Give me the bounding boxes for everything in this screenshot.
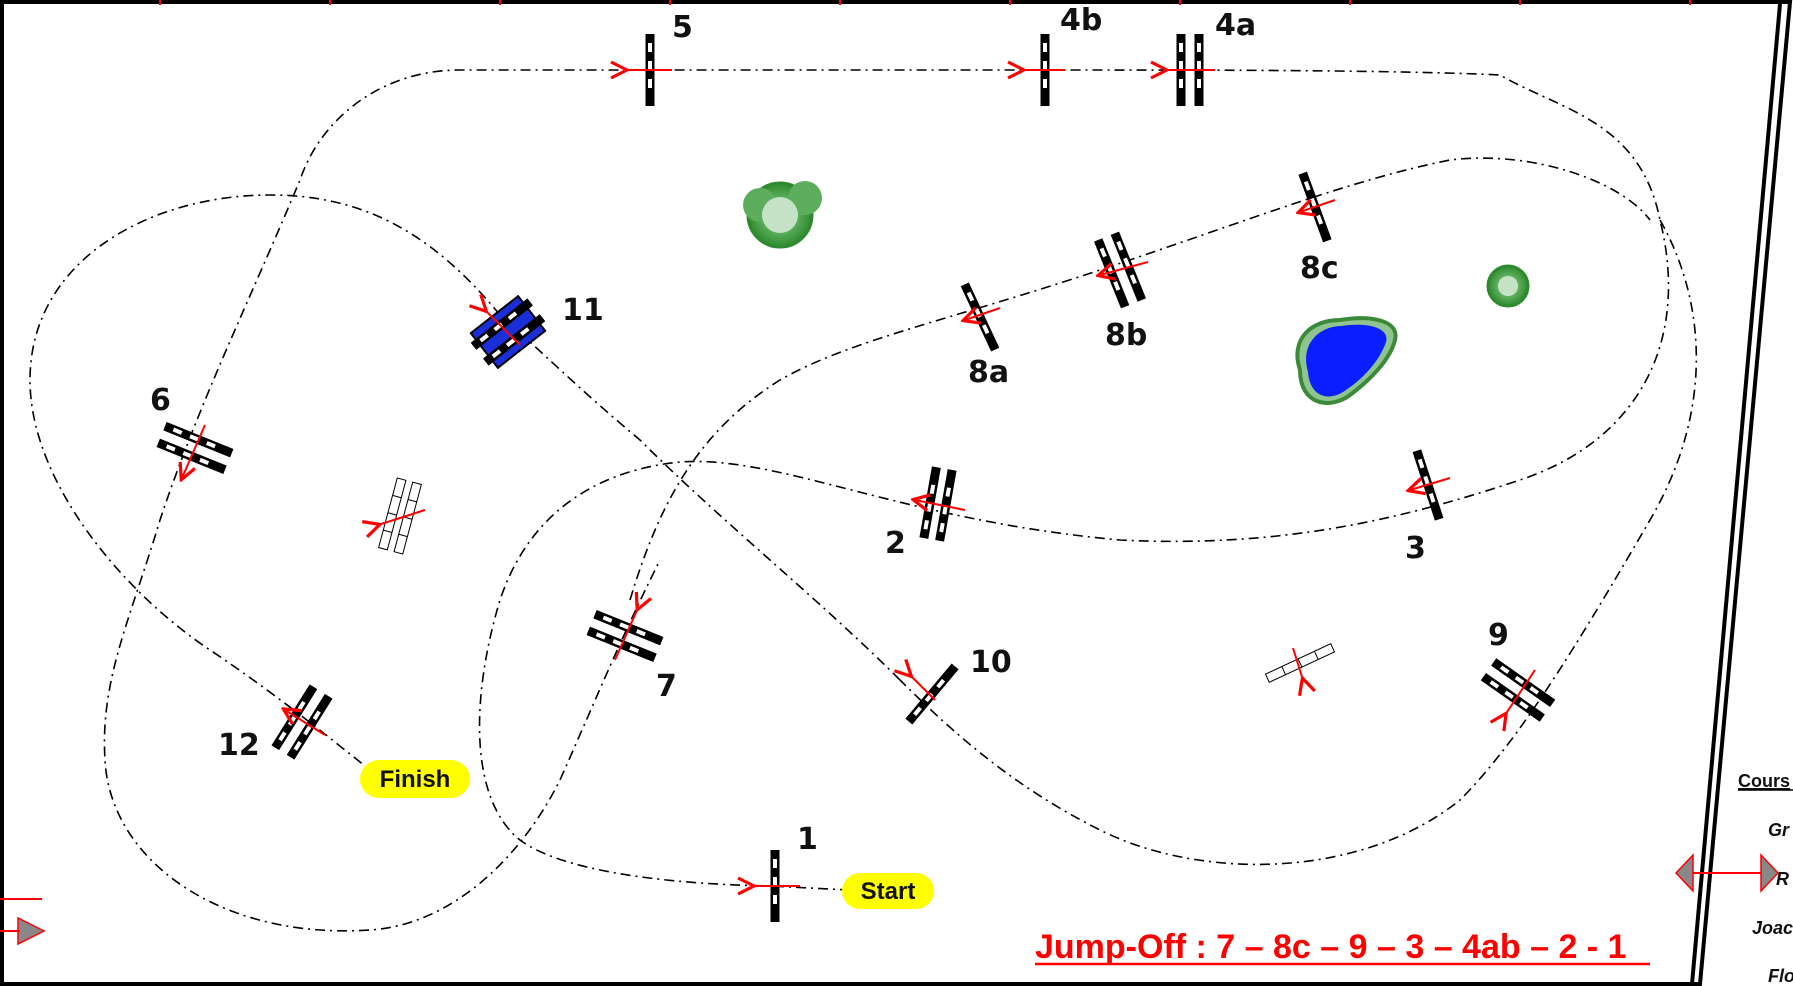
panel-line-1: Gr: [1768, 820, 1790, 840]
arrow-8b: [1100, 261, 1149, 275]
start-marker: Start: [842, 873, 934, 909]
arrow-8c: [1300, 200, 1336, 212]
fence-8a: [960, 282, 1000, 352]
fence-label-7: 7: [656, 669, 677, 704]
arrow-11: [485, 310, 521, 346]
arrow-8a: [965, 308, 1001, 320]
arrow-3: [1410, 477, 1451, 490]
fence-label-1: 1: [797, 822, 818, 857]
arrow-2: [915, 500, 966, 510]
fence-label-11: 11: [562, 293, 604, 328]
course-track: [29, 69, 1698, 932]
arrow-9: [1505, 669, 1536, 715]
jump-off-sequence: Jump-Off : 7 – 8c – 9 – 3 – 4ab – 2 - 1: [1035, 928, 1626, 966]
fence-label-6: 6: [150, 383, 171, 418]
spare-fence-right: [1264, 643, 1336, 683]
fence-label-8c: 8c: [1300, 251, 1339, 286]
arrow-6: [182, 424, 206, 478]
fence-label-9: 9: [1488, 618, 1509, 653]
fence-9: [1480, 658, 1556, 722]
panel-heading: Cours: [1738, 771, 1790, 791]
finish-marker: Finish: [360, 760, 470, 798]
fence-label-8a: 8a: [968, 355, 1009, 390]
spare-arrow-right: [1292, 647, 1303, 680]
fence-label-8b: 8b: [1105, 318, 1147, 353]
fence-label-12: 12: [218, 728, 260, 763]
spare-fence-left: [378, 477, 422, 555]
panel-divider: [1690, 3, 1782, 985]
finish-label: Finish: [380, 766, 451, 793]
bush-small: [1486, 264, 1530, 308]
fence-12: [271, 684, 333, 760]
fence-label-2: 2: [885, 526, 906, 561]
panel-line-2: R: [1776, 869, 1789, 889]
fence-label-5: 5: [672, 10, 693, 45]
fence-10: [905, 663, 959, 725]
panel-line-3: Joac: [1752, 918, 1793, 938]
water-pond: [1295, 316, 1398, 405]
fence-label-4b: 4b: [1060, 3, 1102, 38]
arrow-10: [910, 675, 936, 701]
top-ticks: [159, 0, 1691, 5]
spare-arrow-left: [378, 509, 426, 525]
fence-label-3: 3: [1405, 531, 1426, 566]
start-label: Start: [861, 878, 916, 905]
arrow-12: [285, 710, 326, 736]
scale-arrow: [1674, 853, 1780, 893]
panel-line-4: Flo: [1768, 966, 1793, 986]
arrow-7: [614, 608, 638, 661]
fence-label-10: 10: [970, 645, 1012, 680]
bush-large: [743, 181, 822, 249]
fence-label-4a: 4a: [1215, 8, 1256, 43]
left-edge-arrow: [0, 898, 46, 946]
